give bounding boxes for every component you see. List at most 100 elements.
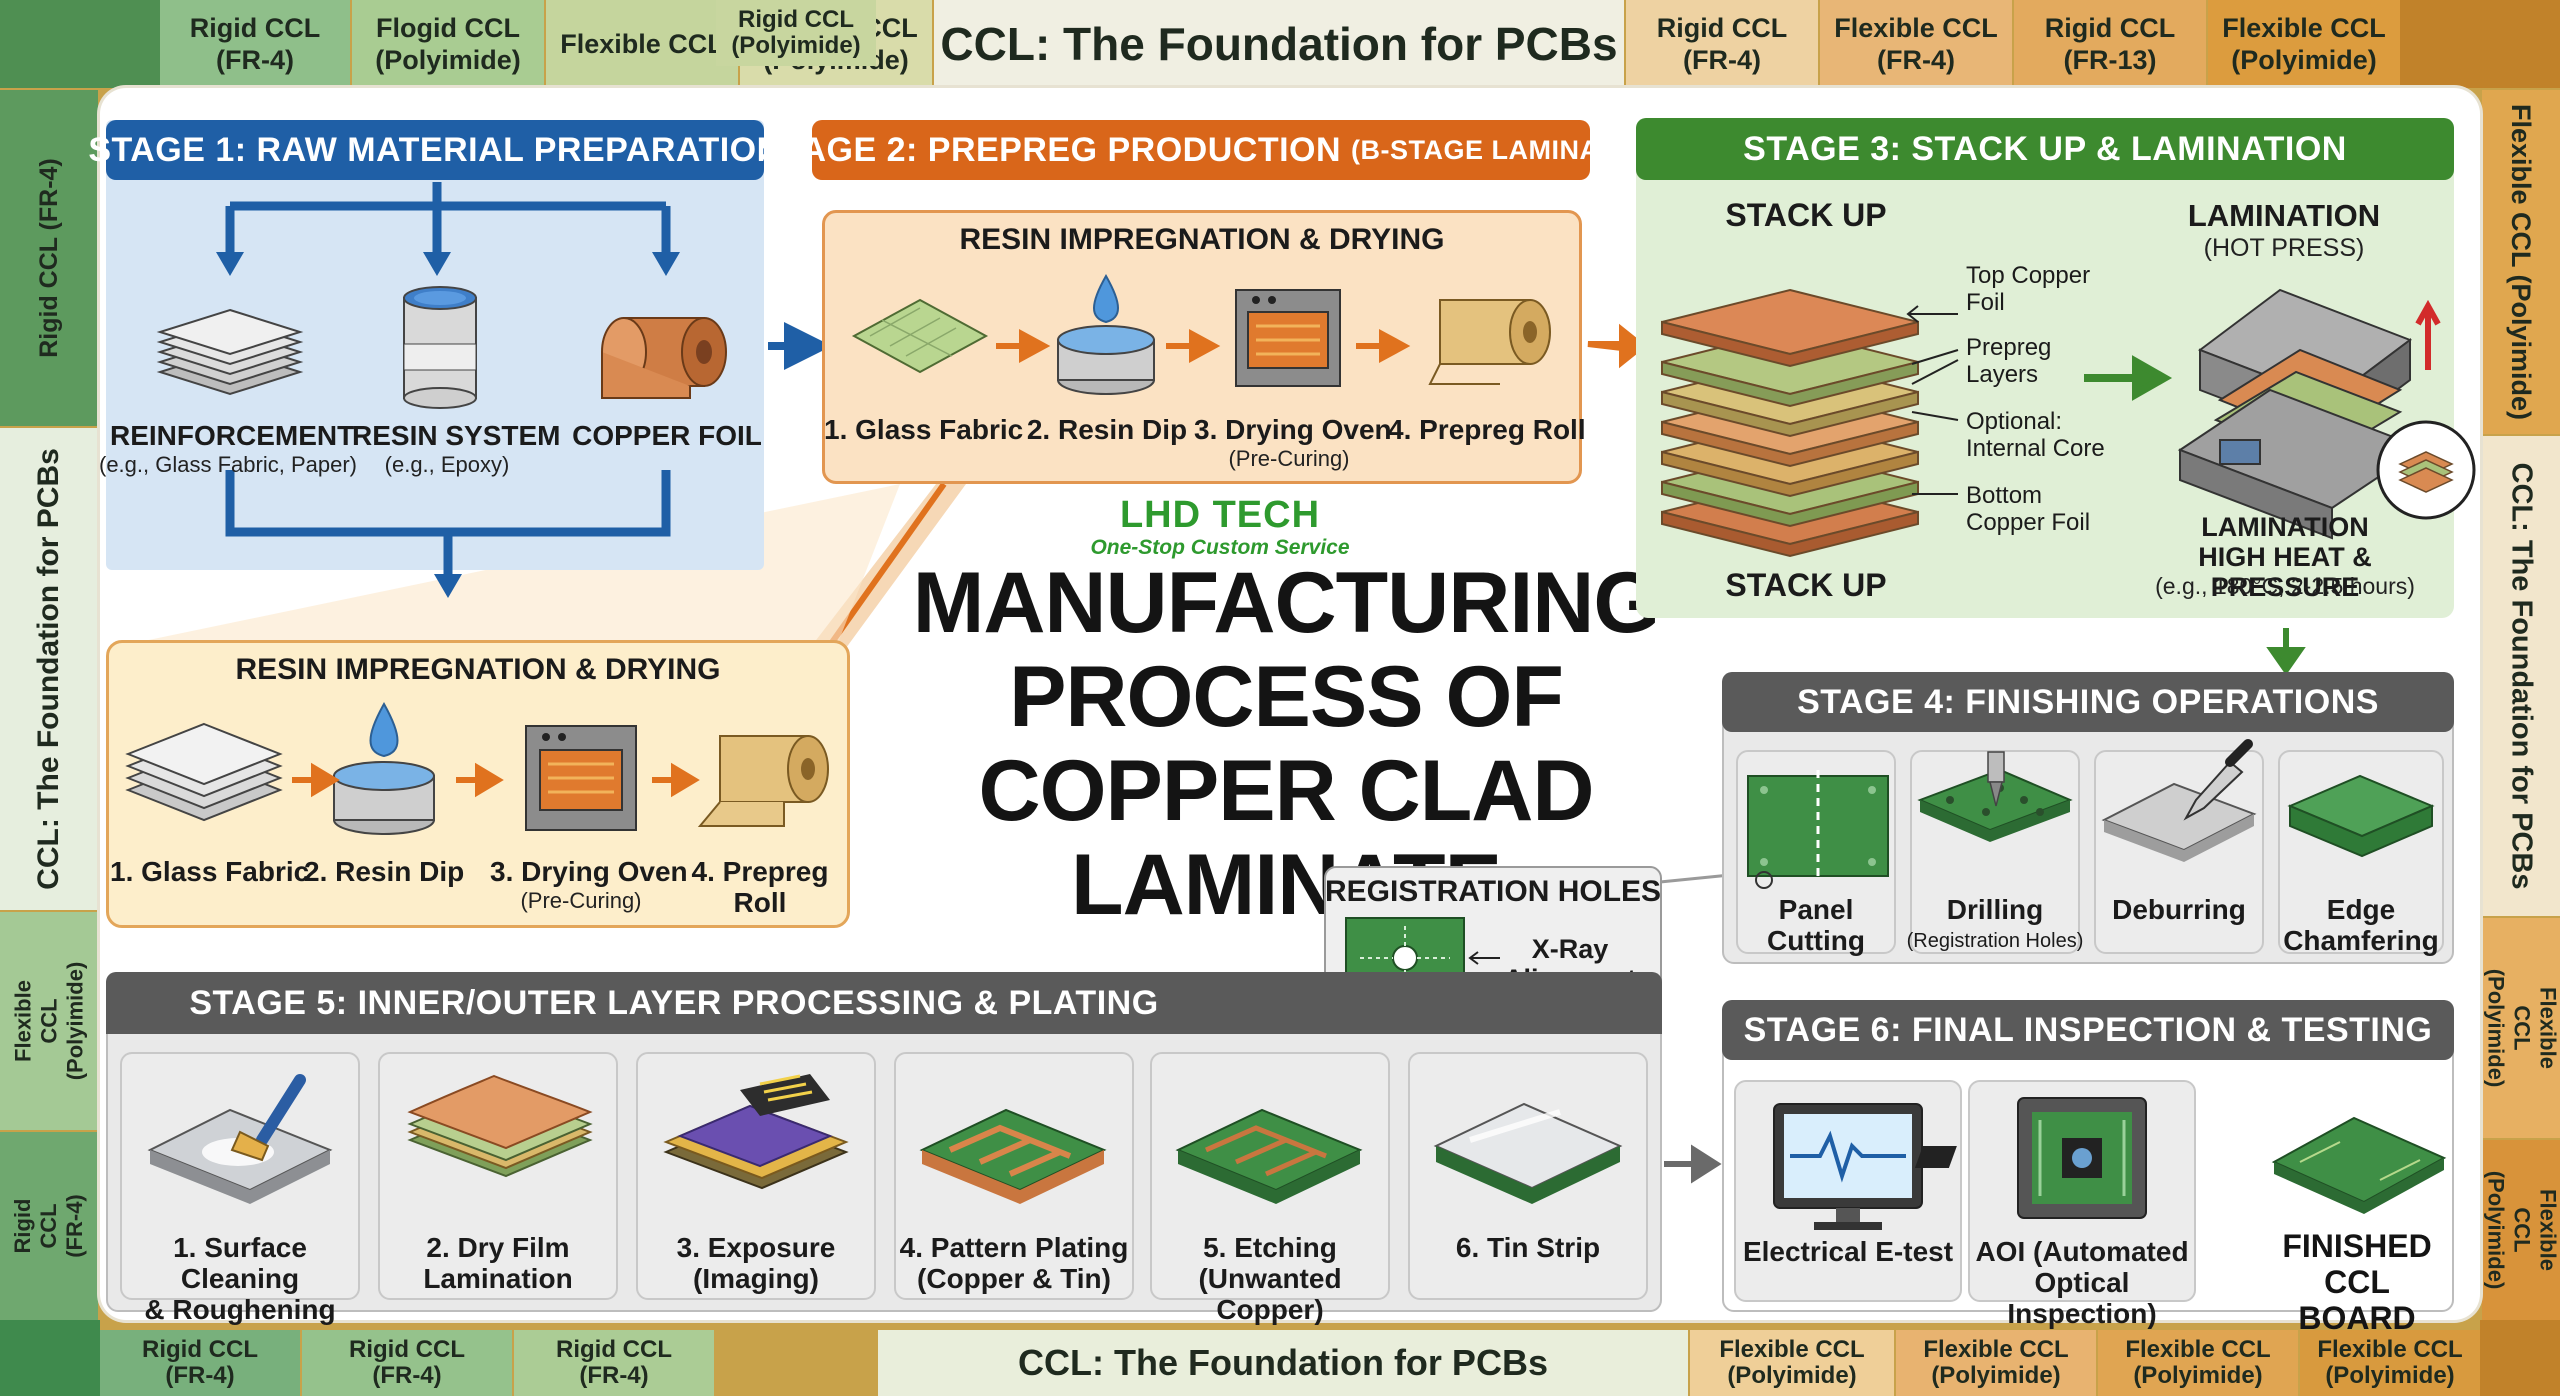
border-tile: Rigid CCL (FR-4): [0, 90, 98, 426]
item-label: Edge Chamfering: [2283, 894, 2439, 956]
item-label: AOI (Automated Optical Inspection): [1975, 1236, 2189, 1329]
stage4-icons: [1747, 739, 2435, 889]
pressure-arrow-icon: [2415, 299, 2441, 370]
item-label: 6. Tin Strip: [1455, 1232, 1601, 1263]
border-tile-text: Flexible CCL (Polyimide): [2222, 13, 2386, 75]
stage5-label: 4. Pattern Plating (Copper & Tin): [894, 1232, 1134, 1294]
stage1-sub: (e.g., Glass Fabric, Paper): [90, 452, 366, 477]
border-tile: Rigid CCL (Polyimide): [716, 0, 876, 66]
border-tile: Rigid CCL (FR-4): [160, 0, 350, 88]
glass-fabric-stack-icon: [156, 308, 304, 396]
zoom-step-sub: (Pre-Curing): [490, 888, 672, 913]
step-label: 2. Resin Dip: [1026, 414, 1188, 445]
annotation-text: Optional: Internal Core: [1966, 408, 2105, 462]
zoom-step: 2. Resin Dip: [304, 856, 464, 887]
corner-top-right: [2400, 0, 2560, 88]
lam-detail: (e.g., 180°C, 2-2.5 hours): [2155, 573, 2415, 599]
border-tile: Flexible CCL (Polyimide): [1690, 1330, 1894, 1396]
border-tile-text: Flexible CCL (Polyimide): [1923, 1336, 2069, 1389]
border-tile-text: Rigid CCL (FR-4): [556, 1336, 672, 1389]
border-tile-text: Rigid CCL (FR-13): [2044, 13, 2176, 75]
callout-title: REGISTRATION HOLES: [1324, 875, 1662, 908]
zoom-box-title: RESIN IMPREGNATION & DRYING: [106, 654, 850, 685]
finished-board-label: FINISHED CCL BOARD: [2262, 1228, 2452, 1336]
registration-title: REGISTRATION HOLES: [1324, 876, 1662, 907]
step-sub: (Pre-Curing): [520, 888, 642, 913]
border-tile: Rigid CCL (FR-4): [1626, 0, 1818, 88]
stack-up-label: STACK UP: [1686, 197, 1926, 233]
item-label: Panel Cutting: [1767, 894, 1865, 956]
annotation-text: Prepreg Layers: [1966, 334, 2052, 388]
brand-tagline: One-Stop Custom Service: [1060, 536, 1380, 560]
stack-annotation-lines: [1906, 305, 1959, 495]
stage2-title-suffix: (B-STAGE LAMINATE): [1351, 134, 1643, 165]
stage2-header: STAGE 2: PREPREG PRODUCTION (B-STAGE LAM…: [760, 120, 1642, 180]
stack-label: STACK UP: [1725, 197, 1887, 233]
lam-sub: (HOT PRESS): [2203, 234, 2365, 262]
stage2-step: 1. Glass Fabric: [824, 414, 1024, 445]
annotation-text: Bottom Copper Foil: [1966, 482, 2091, 536]
step-label: 1. Glass Fabric: [110, 856, 310, 887]
border-tile: Rigid CCL (FR-4): [0, 1132, 98, 1320]
stack-up-label-bottom: STACK UP: [1686, 569, 1926, 601]
item-label: Deburring: [2112, 894, 2246, 925]
border-tile: Flexible CCL (Polyimide): [2300, 1330, 2480, 1396]
stage5-header: STAGE 5: INNER/OUTER LAYER PROCESSING & …: [106, 972, 1662, 1034]
stage2-icons: [851, 273, 1551, 395]
stage2-step: 3. Drying Oven: [1194, 414, 1392, 445]
border-tile: Flexible CCL (Polyimide): [2482, 90, 2560, 434]
arrow-stack-lamination: [2084, 355, 2173, 401]
lamination-title: LAMINATION: [2172, 200, 2396, 231]
item-label: Drilling: [1946, 894, 2044, 925]
step-label: 2. Resin Dip: [304, 856, 465, 887]
step-label: 3. Drying Oven: [490, 856, 688, 887]
lamination-sub: (HOT PRESS): [2172, 236, 2396, 261]
stage1-arrows: [216, 182, 680, 598]
stage1-label: RESIN SYSTEM: [352, 420, 560, 451]
zoom-icons: [125, 701, 829, 835]
stage6-label: AOI (Automated Optical Inspection): [1962, 1236, 2202, 1329]
zoom-wedge-line: [825, 482, 947, 650]
step-label: 1. Glass Fabric: [824, 414, 1024, 445]
stage2-step: 4. Prepreg Roll: [1388, 414, 1586, 445]
zoom-step: 1. Glass Fabric: [110, 856, 309, 887]
border-tile: Rigid CCL (FR-4): [100, 1330, 300, 1396]
annotation-text: Top Copper Foil: [1966, 262, 2091, 316]
item-label: 2. Dry Film Lamination: [423, 1232, 573, 1294]
box-title: RESIN IMPREGNATION & DRYING: [959, 223, 1445, 256]
item-label: 4. Pattern Plating (Copper & Tin): [899, 1232, 1129, 1294]
border-tile-text: Flexible CCL (Polyimide): [2125, 1336, 2271, 1389]
stage5-label: 1. Surface Cleaning & Roughening: [112, 1232, 368, 1325]
step-sub: (Pre-Curing): [1228, 446, 1350, 471]
stage4-label: Deburring: [2094, 894, 2264, 925]
stage4-label: Edge Chamfering: [2278, 894, 2444, 956]
stage3-header: STAGE 3: STACK UP & LAMINATION: [1636, 118, 2454, 180]
stage5-title: STAGE 5: INNER/OUTER LAYER PROCESSING & …: [189, 983, 1159, 1022]
item-label: 5. Etching (Unwanted Copper): [1198, 1232, 1342, 1325]
final-label: FINISHED CCL BOARD: [2282, 1228, 2432, 1336]
border-tile: Rigid CCL (FR-4): [302, 1330, 512, 1396]
border-tile-text: Rigid CCL (Polyimide): [731, 6, 861, 59]
item-sub: (e.g., Glass Fabric, Paper): [99, 452, 357, 477]
border-title-top: CCL: The Foundation for PCBs: [934, 0, 1624, 88]
stage5-icons: [147, 1074, 1623, 1204]
arrow-stage5-stage6: [1664, 1144, 1722, 1184]
stage1-label: REINFORCEMENT: [110, 420, 354, 451]
lamination-caption: LAMINATION HIGH HEAT & PRESSURE: [2126, 512, 2444, 602]
item-sub: (Registration Holes): [1906, 930, 2084, 952]
box-title: RESIN IMPREGNATION & DRYING: [235, 653, 721, 686]
stage5-label: 3. Exposure (Imaging): [636, 1232, 876, 1294]
lam-caption: LAMINATION HIGH HEAT & PRESSURE: [2198, 512, 2372, 602]
border-tile: CCL: The Foundation for PCBs: [2482, 436, 2560, 916]
stage4-label: Panel Cutting: [1736, 894, 1896, 956]
stage6-title: STAGE 6: FINAL INSPECTION & TESTING: [1743, 1010, 2433, 1049]
step-label: 4. Prepreg Roll: [691, 856, 829, 918]
border-tile: Rigid CCL (FR-13): [2014, 0, 2206, 88]
stage2-box-title: RESIN IMPREGNATION & DRYING: [822, 224, 1582, 255]
border-tile-text: Rigid CCL (FR-4): [349, 1336, 465, 1389]
stage5-label: 2. Dry Film Lamination: [378, 1232, 618, 1294]
item-sub: (e.g., Epoxy): [384, 452, 510, 477]
stage6-icons: [1773, 1097, 2447, 1230]
border-tile: CCL: The Foundation for PCBs: [0, 428, 98, 910]
stage6-label: Electrical E-test: [1734, 1236, 1962, 1267]
